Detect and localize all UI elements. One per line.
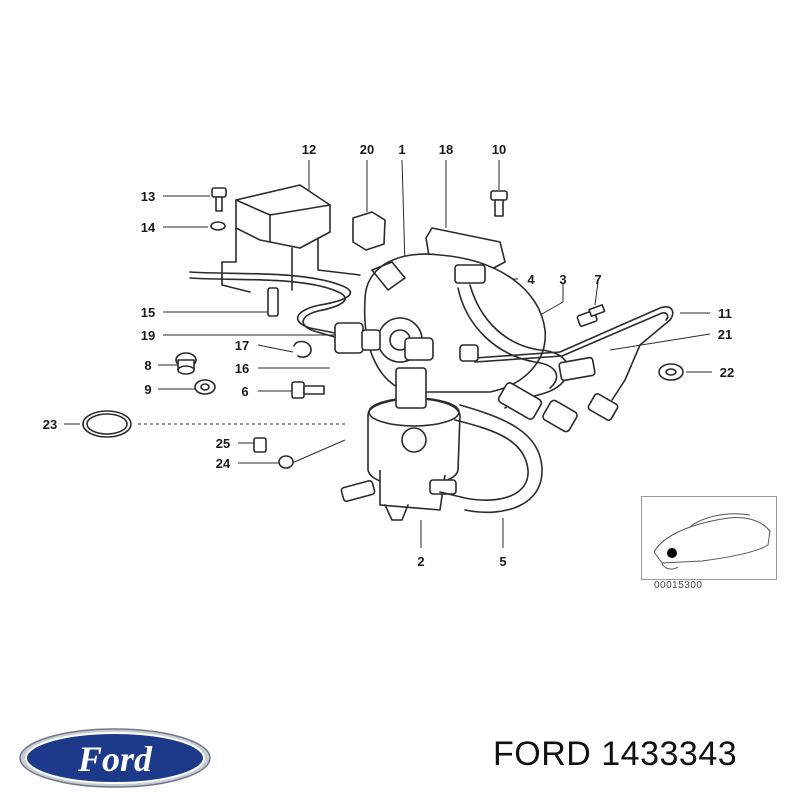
bracket-12-icon — [221, 184, 361, 293]
callout-17: 17 — [235, 338, 249, 353]
logo-text: Ford — [77, 739, 153, 779]
plug-8-icon — [175, 352, 197, 375]
callout-14: 14 — [141, 220, 156, 235]
assembly-drawing — [82, 184, 684, 521]
callout-22: 22 — [720, 365, 734, 380]
washer-24-icon — [278, 455, 294, 469]
callout-3: 3 — [559, 272, 566, 287]
bolt-6-icon — [291, 381, 325, 399]
callout-6: 6 — [241, 384, 248, 399]
hose-5-icon — [439, 419, 529, 501]
part-number-caption: FORD 1433343 — [493, 735, 738, 773]
callout-16: 16 — [235, 361, 249, 376]
callout-11: 11 — [718, 306, 732, 321]
callout-19: 19 — [141, 328, 155, 343]
callout-24: 24 — [216, 456, 231, 471]
callout-labels: 12 20 1 18 10 13 14 4 3 7 15 11 19 21 17… — [43, 142, 734, 569]
leader-lines — [64, 159, 712, 548]
callout-10: 10 — [492, 142, 506, 157]
callout-18: 18 — [439, 142, 453, 157]
inset-code: 00015300 — [654, 580, 703, 591]
callout-5: 5 — [499, 554, 506, 569]
connector-16-icon — [404, 337, 434, 361]
clamp-17-icon — [293, 340, 312, 358]
callout-4: 4 — [527, 272, 535, 287]
o-ring-23-icon — [82, 410, 132, 438]
callout-7: 7 — [594, 272, 601, 287]
callout-25: 25 — [216, 436, 230, 451]
sensor-4-icon — [454, 264, 486, 284]
callout-12: 12 — [302, 142, 316, 157]
bolt-7-icon — [576, 304, 606, 327]
bolt-10-icon — [490, 190, 508, 217]
callout-1: 1 — [398, 142, 405, 157]
vehicle-location-inset — [641, 496, 777, 580]
callout-13: 13 — [141, 189, 155, 204]
grommet-15-icon — [267, 287, 279, 317]
callout-23: 23 — [43, 417, 57, 432]
fuel-line-11-icon — [474, 306, 674, 401]
wiring-15-icon — [189, 271, 352, 336]
pump-housing-2-icon — [340, 367, 461, 521]
washer-9-icon — [194, 379, 216, 395]
ford-oval-logo: Ford — [19, 728, 211, 788]
callout-9: 9 — [144, 382, 151, 397]
clip-20-icon — [352, 211, 386, 251]
callout-15: 15 — [141, 305, 155, 320]
connector-19-icon — [334, 322, 364, 354]
callout-8: 8 — [144, 358, 151, 373]
seal-22-icon — [658, 363, 684, 381]
car-location-icon — [653, 513, 771, 570]
callout-21: 21 — [718, 327, 732, 342]
callout-2: 2 — [417, 554, 424, 569]
washer-14-icon — [210, 221, 226, 231]
screw-25-icon — [253, 437, 267, 453]
bolt-13-icon — [211, 187, 227, 212]
callout-20: 20 — [360, 142, 374, 157]
